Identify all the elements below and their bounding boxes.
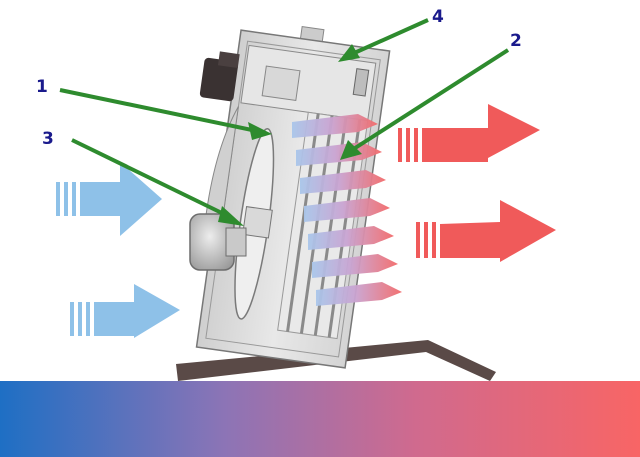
pointer-1 bbox=[59, 88, 253, 132]
pointer-2 bbox=[350, 48, 510, 152]
callout-3: 3 bbox=[42, 129, 54, 149]
arrow-right-icon bbox=[422, 104, 540, 162]
fan-motor bbox=[189, 213, 247, 271]
arrow-right-icon bbox=[80, 162, 162, 236]
heating-elements bbox=[292, 114, 402, 306]
power-knob bbox=[199, 57, 239, 102]
cold-air-arrow-top bbox=[56, 162, 162, 236]
thermostat-control bbox=[352, 68, 370, 97]
callout-2: 2 bbox=[510, 31, 522, 51]
control-compartment bbox=[240, 44, 377, 122]
hot-air-arrow-bottom bbox=[416, 200, 556, 262]
floor-gradient bbox=[0, 381, 640, 457]
pointer-4 bbox=[351, 18, 429, 56]
callout-1: 1 bbox=[36, 77, 48, 97]
pointer-3 bbox=[71, 138, 229, 218]
callout-4: 4 bbox=[432, 7, 444, 27]
arrow-right-icon bbox=[440, 200, 556, 262]
heater-unit bbox=[195, 26, 391, 369]
hot-air-arrow-top bbox=[398, 104, 540, 162]
arrow-right-icon bbox=[94, 284, 180, 338]
pointer-arrows bbox=[59, 18, 510, 226]
cold-air-arrow-bottom bbox=[70, 284, 180, 338]
